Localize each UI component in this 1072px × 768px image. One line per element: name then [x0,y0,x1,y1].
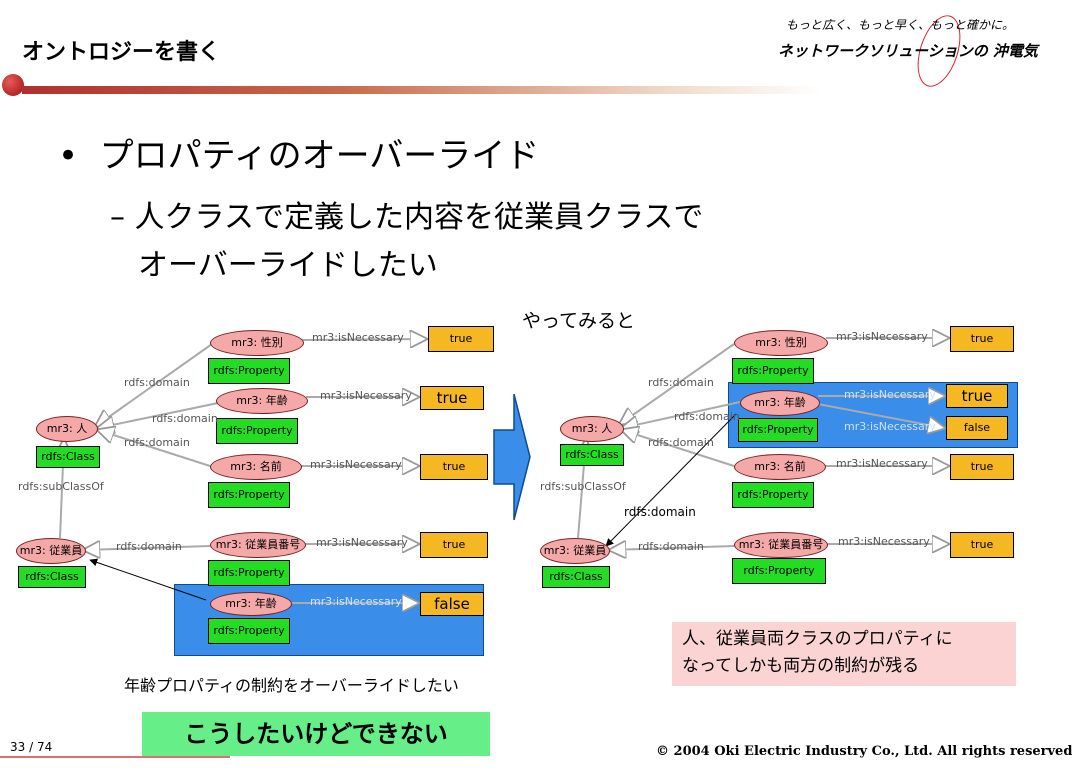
right-edge-label-necessary-age-employee: mr3:isNecessary [844,420,936,433]
right-node-age[interactable]: mr3: 年齢 [740,390,820,416]
cannot-do-banner: こうしたいけどできない [142,712,490,756]
right-value-employee-number: true [950,532,1014,558]
result-note-line2: なってしかも両方の制約が残る [682,656,920,676]
right-edge-label-necessary-gender: mr3:isNecessary [836,330,928,343]
left-edge-label-necessary-gender: mr3:isNecessary [312,331,404,344]
right-edge-label-necessary-name: mr3:isNecessary [836,457,928,470]
right-node-name[interactable]: mr3: 名前 [734,454,826,480]
left-edge-label-domain-gender: rdfs:domain [124,376,190,389]
left-value-age-override: false [420,592,484,616]
left-edge-label-domain-name: rdfs:domain [124,436,190,449]
right-edge-label-domain-employee-number: rdfs:domain [638,540,704,553]
right-type-property-gender: rdfs:Property [732,358,814,384]
bullet-heading: • プロパティのオーバーライド [58,128,539,177]
left-edge-label-necessary-age: mr3:isNecessary [320,389,412,402]
left-type-property-name: rdfs:Property [208,482,290,508]
result-note-line1: 人、従業員両クラスのプロパティに [682,629,953,649]
left-value-employee-number: true [420,532,488,558]
left-edge-label-domain-employee-number: rdfs:domain [116,540,182,553]
result-note: 人、従業員両クラスのプロパティに なってしかも両方の制約が残る [672,622,1016,686]
right-value-gender: true [950,326,1014,352]
sub-bullet-line2: オーバーライドしたい [138,248,438,283]
left-value-age: true [420,386,484,410]
left-node-employee[interactable]: mr3: 従業員 [16,538,86,564]
right-node-person[interactable]: mr3: 人 [560,416,624,442]
copyright-notice: © 2004 Oki Electric Industry Co., Ltd. A… [656,744,1072,759]
left-edge-label-domain-age: rdfs:domain [152,412,218,425]
sub-bullet-dash: – [110,200,125,235]
right-type-property-employee-number: rdfs:Property [732,558,826,584]
page-number: 33 / 74 [10,740,53,754]
right-node-gender[interactable]: mr3: 性別 [734,330,828,356]
left-type-property-employee-number: rdfs:Property [208,560,290,586]
sub-bullet-line1: 人クラスで定義した内容を従業員クラスで [134,200,704,235]
right-type-property-name: rdfs:Property [732,482,814,508]
logo-tagline: もっと広く、もっと早く、もっと確かに。 [786,18,1015,32]
left-type-property-age: rdfs:Property [216,418,298,444]
footer-divider [0,756,230,758]
right-edge-label-necessary-age: mr3:isNecessary [844,388,936,401]
right-type-property-age: rdfs:Property [738,418,818,442]
right-type-class-person: rdfs:Class [560,444,624,466]
page-title: オントロジーを書く [22,40,221,65]
right-node-employee[interactable]: mr3: 従業員 [540,538,610,564]
right-edge-label-domain-age: rdfs:domain [674,410,740,423]
left-node-age-override[interactable]: mr3: 年齢 [210,592,292,616]
transition-arrow-icon [493,393,531,521]
header-divider [22,86,822,94]
header-bullet-dot [2,74,24,96]
right-edge-label-domain-employee-age: rdfs:domain [624,505,696,519]
left-node-gender[interactable]: mr3: 性別 [210,330,304,356]
left-node-employee-number[interactable]: mr3: 従業員番号 [210,532,306,558]
left-edge-label-subclass: rdfs:subClassOf [18,480,104,493]
left-edge-label-necessary-name: mr3:isNecessary [310,458,402,471]
try-label: やってみると [522,310,636,332]
right-edge-label-subclass: rdfs:subClassOf [540,480,626,493]
caption-override-wish: 年齢プロパティの制約をオーバーライドしたい [124,676,459,695]
left-edge-label-necessary-age-override: mr3:isNecessary [310,595,402,608]
right-edge-label-domain-gender: rdfs:domain [648,376,714,389]
right-type-class-employee: rdfs:Class [542,566,610,588]
right-value-age-employee: false [946,416,1008,440]
left-type-class-person: rdfs:Class [36,446,100,468]
right-value-name: true [950,454,1014,480]
right-edge-label-domain-name: rdfs:domain [648,436,714,449]
sub-bullet: – 人クラスで定義した内容を従業員クラスで オーバーライドしたい [110,194,703,290]
left-edge-label-necessary-employee-number: mr3:isNecessary [316,536,408,549]
left-value-name: true [420,454,488,480]
left-node-name[interactable]: mr3: 名前 [210,454,302,480]
right-value-age: true [946,384,1008,408]
left-node-age[interactable]: mr3: 年齢 [216,388,308,414]
left-type-class-employee: rdfs:Class [18,566,86,588]
bullet-heading-text: プロパティのオーバーライド [99,136,540,176]
logo-company-name: ネットワークソリューションの 沖電気 [778,42,1038,60]
right-node-employee-number[interactable]: mr3: 従業員番号 [734,532,828,558]
company-logo: もっと広く、もっと早く、もっと確かに。 ネットワークソリューションの 沖電気 [772,9,1038,93]
left-type-property-age-override: rdfs:Property [208,618,290,644]
left-node-person[interactable]: mr3: 人 [36,416,98,442]
left-value-gender: true [428,326,494,352]
right-edge-label-necessary-employee-number: mr3:isNecessary [838,535,930,548]
left-type-property-gender: rdfs:Property [208,358,290,384]
bullet-dot-icon: • [58,136,100,176]
